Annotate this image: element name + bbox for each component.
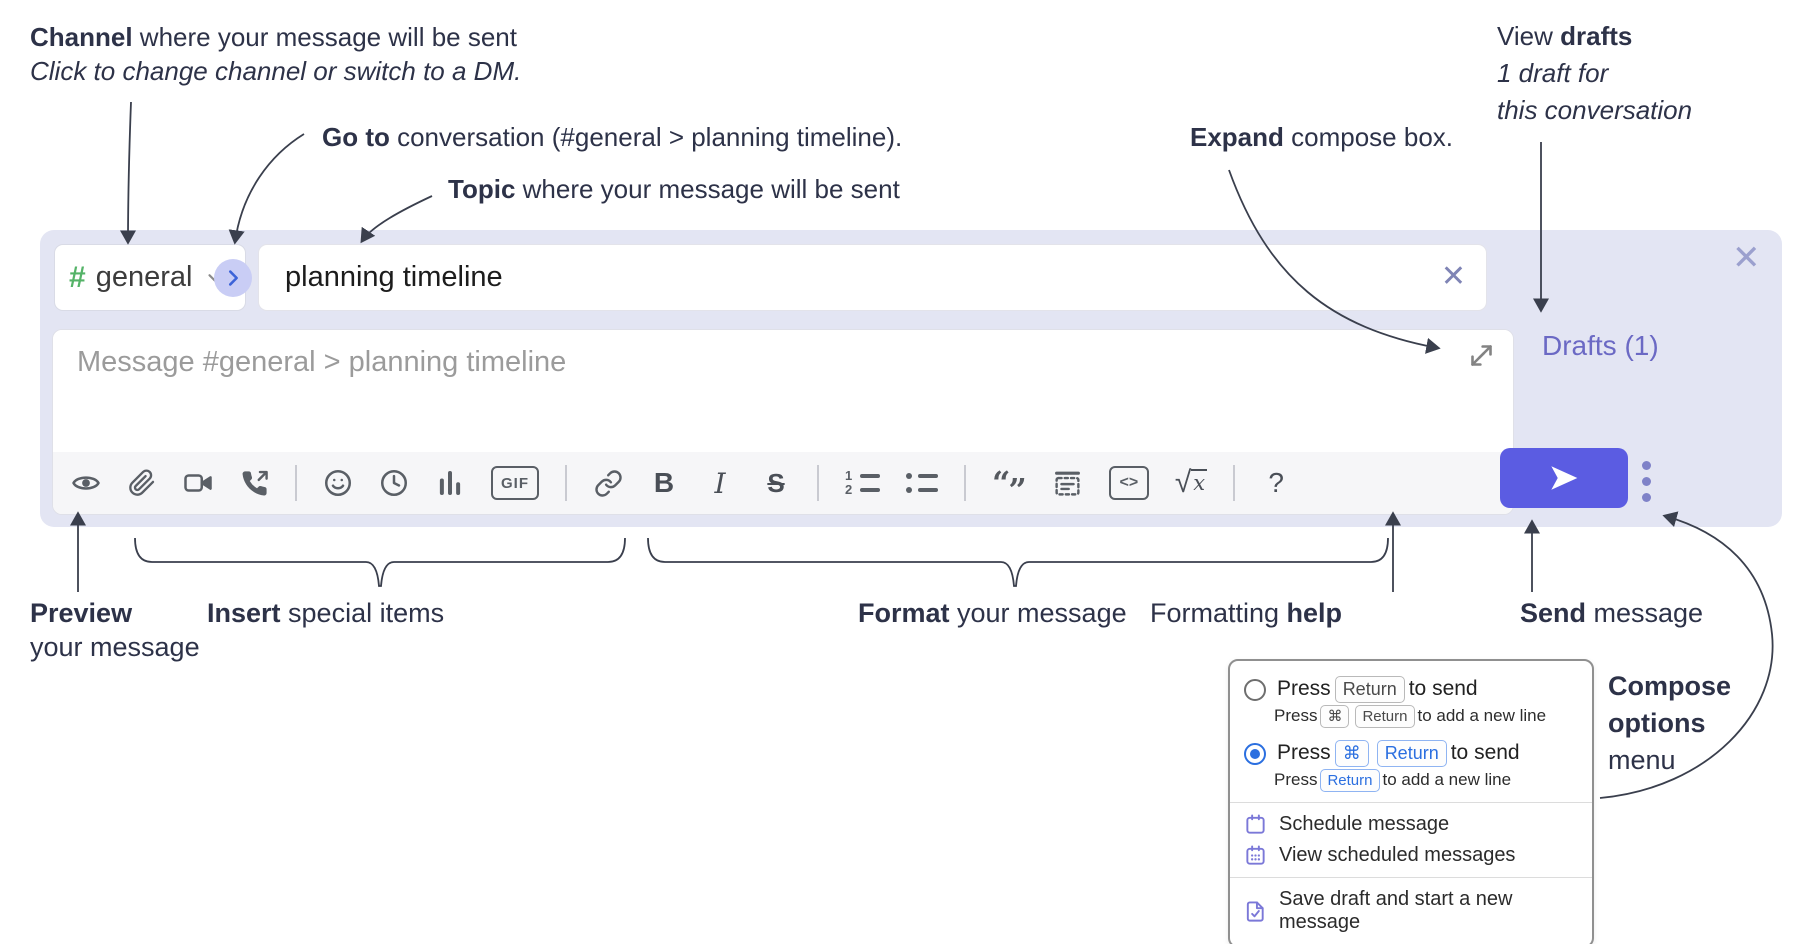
bold-button[interactable]: B <box>649 463 679 503</box>
message-box: GIF B I S <box>52 329 1514 515</box>
toolbar-divider <box>817 465 819 501</box>
key-return: Return <box>1334 676 1405 703</box>
quote-button[interactable]: “” <box>992 463 1027 509</box>
formatting-help-note: Formatting help <box>1150 598 1343 628</box>
ellipsis-icon <box>1641 460 1651 470</box>
voice-call-button[interactable] <box>239 463 269 503</box>
menu-divider <box>1230 802 1592 803</box>
video-call-button[interactable] <box>183 463 213 503</box>
paperclip-icon <box>129 469 155 496</box>
brace-insert <box>134 537 626 587</box>
video-camera-icon <box>184 474 212 492</box>
brace-format <box>647 537 1389 587</box>
toolbar-divider <box>1233 465 1236 501</box>
toolbar-divider <box>964 465 966 501</box>
compose-options-button[interactable] <box>1626 452 1666 510</box>
send-icon <box>1551 466 1578 490</box>
link-icon <box>594 469 622 497</box>
radio-selected-icon[interactable] <box>1244 742 1266 765</box>
bold-icon: B <box>653 467 675 498</box>
send-note: Send message <box>1520 598 1704 628</box>
radio-unselected-icon[interactable] <box>1244 678 1266 701</box>
code-button[interactable]: <> <box>1108 463 1149 503</box>
insert-note: Insert special items <box>207 598 445 628</box>
send-button[interactable] <box>1500 448 1628 508</box>
key-cmd: ⌘ <box>1320 705 1350 728</box>
bulleted-list-button[interactable] <box>906 463 938 503</box>
math-button[interactable]: √x <box>1174 463 1208 503</box>
numbered-list-icon: 1 2 <box>845 469 880 497</box>
go-to-conversation-button[interactable] <box>214 259 252 297</box>
menu-item-schedule-message[interactable]: Schedule message <box>1244 813 1578 836</box>
time-button[interactable] <box>379 463 409 503</box>
menu-divider <box>1230 877 1592 878</box>
gif-icon: GIF <box>491 466 539 500</box>
compose-options-note: Compose options menu <box>1608 671 1732 775</box>
question-mark-icon: ? <box>1268 467 1284 498</box>
code-icon: <> <box>1108 466 1149 500</box>
expand-note: Expand compose box. <box>1190 122 1454 152</box>
preview-note: Preview your message <box>30 598 200 662</box>
arrow-channel <box>119 101 137 245</box>
toolbar-divider <box>295 465 297 501</box>
toolbar-divider <box>565 465 567 501</box>
key-return: Return <box>1355 705 1415 728</box>
emoji-button[interactable] <box>323 463 353 503</box>
save-draft-icon <box>1246 900 1264 922</box>
spoiler-icon <box>1055 471 1081 496</box>
channel-note: Channel where your message will be sent … <box>30 22 522 86</box>
calendar-icon <box>1246 814 1265 834</box>
chevron-right-icon <box>228 270 238 286</box>
menu-item-view-scheduled[interactable]: View scheduled messages <box>1244 844 1578 867</box>
phone-outgoing-icon <box>242 470 268 495</box>
expand-compose-button[interactable] <box>1468 342 1495 374</box>
compose-box: # general ✕ ✕ Drafts (1) <box>40 230 1782 527</box>
channel-name: general <box>95 261 193 293</box>
arrow-goto <box>228 133 305 245</box>
compose-close-button[interactable]: ✕ <box>1732 239 1761 277</box>
message-formatting-help-button[interactable]: ? <box>1261 463 1291 503</box>
goto-note: Go to conversation (#general > planning … <box>322 122 903 152</box>
format-note: Format your message <box>858 598 1127 628</box>
bar-chart-icon <box>439 471 461 495</box>
compose-toolbar: GIF B I S <box>53 452 1513 514</box>
numbered-list-button[interactable]: 1 2 <box>845 463 880 503</box>
topic-field: ✕ <box>258 244 1487 311</box>
channel-hash-icon: # <box>69 260 86 294</box>
menu-item-save-draft[interactable]: Save draft and start a new message <box>1244 888 1578 934</box>
calendar-grid-icon <box>1246 845 1265 865</box>
italic-button[interactable]: I <box>705 463 735 503</box>
drafts-link[interactable]: Drafts (1) <box>1542 330 1659 361</box>
gif-button[interactable]: GIF <box>491 463 539 503</box>
smiley-icon <box>325 470 351 496</box>
link-button[interactable] <box>593 463 623 503</box>
attach-file-button[interactable] <box>127 463 157 503</box>
bulleted-list-icon <box>906 469 938 497</box>
message-input[interactable] <box>53 330 1513 452</box>
poll-button[interactable] <box>435 463 465 503</box>
math-icon: √x <box>1174 466 1208 499</box>
topic-clear-button[interactable]: ✕ <box>1440 260 1466 293</box>
quote-icon: “” <box>992 464 1027 509</box>
topic-input[interactable] <box>259 245 1402 310</box>
strikethrough-button[interactable]: S <box>761 463 791 503</box>
key-cmd: ⌘ <box>1334 740 1369 767</box>
expand-icon <box>1471 345 1492 366</box>
strikethrough-icon: S <box>767 467 785 498</box>
topic-note: Topic where your message will be sent <box>448 174 900 204</box>
clock-icon <box>381 470 407 496</box>
italic-icon: I <box>714 466 726 500</box>
eye-icon <box>72 476 100 490</box>
spoiler-button[interactable] <box>1053 463 1083 503</box>
preview-button[interactable] <box>71 463 101 503</box>
key-return: Return <box>1376 740 1447 767</box>
key-return: Return <box>1320 769 1380 792</box>
drafts-note: View drafts 1 draft for this conversatio… <box>1497 21 1693 125</box>
